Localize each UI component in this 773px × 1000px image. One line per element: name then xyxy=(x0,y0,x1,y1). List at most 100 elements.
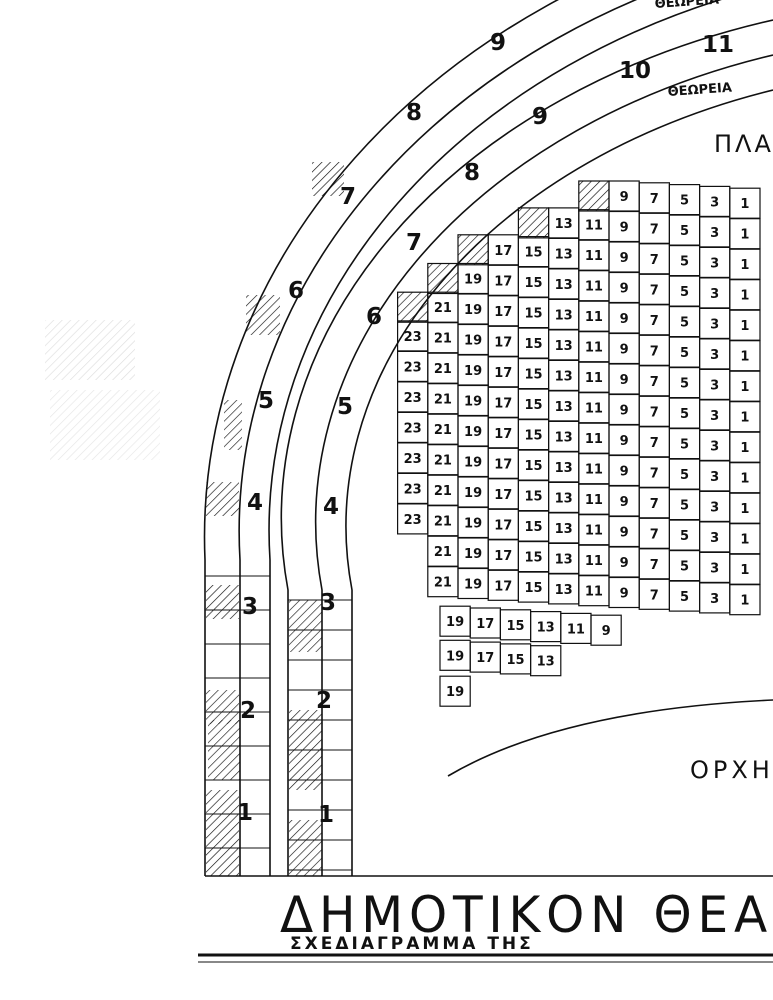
orchestra-seat: 13 xyxy=(547,298,580,330)
svg-text:5: 5 xyxy=(680,407,689,422)
outer-box-number: 2 xyxy=(240,698,256,724)
svg-text:15: 15 xyxy=(524,276,542,291)
hatched-box xyxy=(312,162,344,196)
orchestra-seat: 13 xyxy=(547,451,580,483)
svg-text:21: 21 xyxy=(434,454,452,469)
orchestra-seat: 17 xyxy=(469,607,502,639)
svg-text:1: 1 xyxy=(740,258,749,273)
orchestra-seat: 19 xyxy=(439,639,471,671)
orchestra-seat: 9 xyxy=(608,424,640,456)
svg-text:23: 23 xyxy=(404,360,422,375)
orchestra-seat: 7 xyxy=(638,182,671,214)
orchestra-seat: 17 xyxy=(487,539,520,571)
orchestra-seat: 21 xyxy=(427,474,459,506)
inner-balcony-label: ΘΕΩΡΕΙΑ xyxy=(667,81,732,100)
orchestra-seat: 9 xyxy=(608,271,640,304)
svg-text:9: 9 xyxy=(620,434,629,449)
orchestra-seat: 13 xyxy=(547,359,580,391)
orchestra-seat: 19 xyxy=(457,506,489,539)
orchestra-seat: 13 xyxy=(547,512,580,544)
orchestra-seat: 7 xyxy=(638,395,671,427)
title: ΔΗΜΟΤΙΚΟΝ ΘΕΑ xyxy=(280,886,773,944)
svg-text:17: 17 xyxy=(494,244,512,259)
svg-text:19: 19 xyxy=(464,303,482,318)
orchestra-seat: 11 xyxy=(578,270,610,302)
orchestra-seat: 23 xyxy=(397,350,429,382)
orchestra-seat: 1 xyxy=(729,492,761,524)
svg-text:3: 3 xyxy=(710,531,719,546)
orchestra-seat: 7 xyxy=(638,273,671,305)
svg-text:7: 7 xyxy=(650,558,659,573)
orchestra-seat: 13 xyxy=(547,573,580,605)
hatched-box xyxy=(289,820,322,876)
orchestra-seat: 21 xyxy=(427,322,459,354)
orchestra-seat: 11 xyxy=(560,612,592,645)
svg-text:5: 5 xyxy=(680,346,689,361)
svg-text:15: 15 xyxy=(506,653,524,668)
svg-text:15: 15 xyxy=(524,581,542,596)
svg-text:13: 13 xyxy=(555,400,573,415)
svg-text:5: 5 xyxy=(680,590,689,605)
svg-text:5: 5 xyxy=(680,285,689,300)
svg-text:11: 11 xyxy=(585,402,603,417)
orchestra-seat: 3 xyxy=(698,429,731,461)
orchestra-seat: 7 xyxy=(638,426,671,458)
svg-text:15: 15 xyxy=(524,520,542,535)
orchestra-seat: 17 xyxy=(487,417,520,449)
orchestra-seat: 1 xyxy=(729,187,761,219)
svg-text:17: 17 xyxy=(494,274,512,289)
svg-text:15: 15 xyxy=(524,490,542,505)
svg-text:13: 13 xyxy=(555,522,573,537)
svg-text:3: 3 xyxy=(710,348,719,363)
orchestra-seat: 9 xyxy=(608,302,640,334)
svg-text:19: 19 xyxy=(464,395,482,410)
svg-text:11: 11 xyxy=(585,249,603,264)
svg-text:15: 15 xyxy=(506,619,524,634)
svg-text:3: 3 xyxy=(710,470,719,485)
svg-text:23: 23 xyxy=(404,482,422,497)
svg-text:19: 19 xyxy=(464,547,482,562)
svg-text:13: 13 xyxy=(555,308,573,323)
orchestra-seat: 15 xyxy=(499,609,532,641)
orchestra-seat: 1 xyxy=(729,279,761,311)
svg-text:1: 1 xyxy=(740,441,749,456)
svg-text:3: 3 xyxy=(710,378,719,393)
svg-text:1: 1 xyxy=(740,350,749,365)
svg-text:1: 1 xyxy=(740,563,749,578)
subtitle: ΣΧΕΔΙΑΓΡΑΜΜΑ ΤΗΣ xyxy=(290,934,534,954)
inner-box-number: 4 xyxy=(323,494,339,520)
orchestra-seat: 3 xyxy=(698,368,731,400)
outer-box-number: 4 xyxy=(247,490,263,516)
svg-text:15: 15 xyxy=(524,551,542,566)
orchestra-seat: 9 xyxy=(608,454,640,487)
orchestra-seat: 13 xyxy=(547,268,580,300)
orchestra-seat: 1 xyxy=(729,523,761,555)
orchestra-seat: 11 xyxy=(578,300,610,332)
orchestra-seat: 5 xyxy=(668,397,701,429)
orchestra-seat: 19 xyxy=(457,415,489,447)
orchestra-seat: 1 xyxy=(729,309,761,341)
outer-box-number: 7 xyxy=(340,184,356,210)
svg-text:11: 11 xyxy=(585,341,603,356)
orchestra-seat: 19 xyxy=(457,262,489,295)
outer-balcony-inner-edge xyxy=(268,0,723,876)
svg-text:19: 19 xyxy=(464,578,482,593)
svg-text:5: 5 xyxy=(680,194,689,209)
svg-text:7: 7 xyxy=(650,283,659,298)
svg-text:13: 13 xyxy=(555,217,573,232)
orchestra-seat: 15 xyxy=(517,236,550,268)
orchestra-seat: 1 xyxy=(729,248,761,280)
svg-text:11: 11 xyxy=(585,219,603,234)
svg-text:17: 17 xyxy=(494,549,512,564)
svg-text:3: 3 xyxy=(710,317,719,332)
orchestra-seat: 7 xyxy=(638,517,671,549)
orchestra-seat: 3 xyxy=(698,582,731,614)
svg-text:7: 7 xyxy=(650,344,659,359)
svg-text:15: 15 xyxy=(524,429,542,444)
svg-text:17: 17 xyxy=(476,651,494,666)
svg-text:17: 17 xyxy=(494,396,512,411)
svg-text:15: 15 xyxy=(524,368,542,383)
orchestra-seat: 11 xyxy=(578,331,610,363)
svg-text:15: 15 xyxy=(524,246,542,261)
